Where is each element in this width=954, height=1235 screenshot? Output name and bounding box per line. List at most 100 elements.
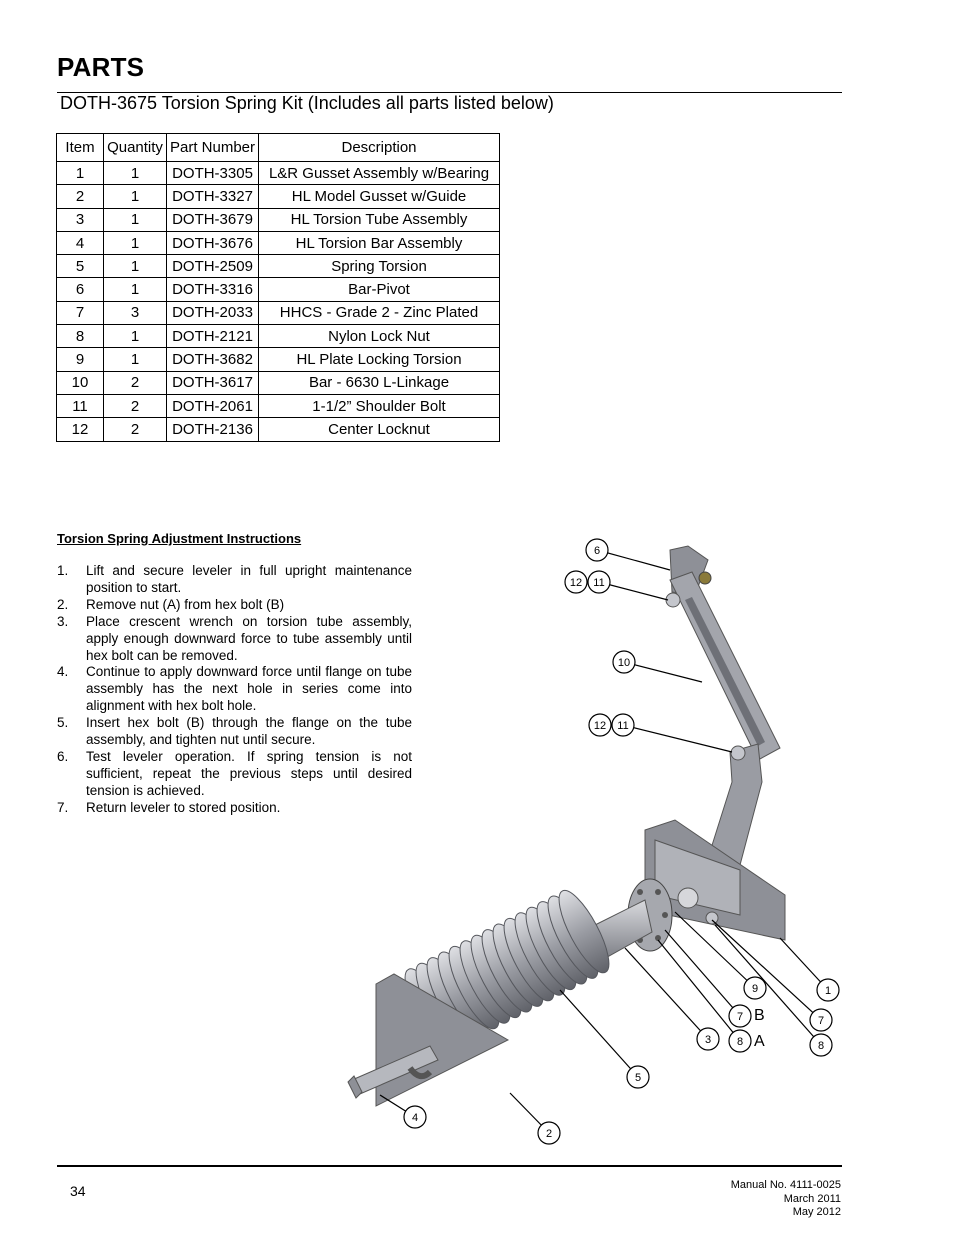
- footer-rule: [57, 1165, 842, 1167]
- callout-number: 8: [818, 1040, 824, 1052]
- cell-part-number: DOTH-2033: [166, 300, 259, 326]
- callout-number: 11: [617, 720, 628, 732]
- callout-circle: [728, 1029, 752, 1053]
- callout-number: 6: [594, 545, 600, 557]
- cell-part-number: DOTH-3682: [166, 347, 259, 372]
- instruction-step: 7.Return leveler to stored position.: [57, 800, 412, 817]
- callout-number: 12: [570, 577, 582, 589]
- cell-item: 2: [56, 184, 104, 209]
- cell-item: 11: [56, 393, 104, 419]
- cell-description: HL Torsion Bar Assembly: [258, 230, 500, 256]
- lever-arm: [707, 743, 763, 866]
- cell-quantity: 1: [103, 160, 167, 186]
- callout-leader-line: [664, 929, 741, 1017]
- linkage-bar-slot: [685, 597, 765, 746]
- hex-bolt-b: [705, 911, 719, 925]
- page-number: 34: [70, 1183, 86, 1199]
- callout-number: 7: [818, 1015, 824, 1027]
- flange-hole: [662, 912, 668, 918]
- cell-quantity: 2: [103, 417, 167, 442]
- step-number: 4.: [57, 664, 69, 680]
- cell-item: 5: [56, 254, 104, 279]
- flange-hole: [655, 889, 661, 895]
- cell-description: HL Plate Locking Torsion: [258, 347, 500, 372]
- cell-item: 4: [56, 230, 104, 256]
- cell-description: L&R Gusset Assembly w/Bearing: [258, 160, 500, 186]
- instruction-step: 6. Test leveler operation. If spring tens…: [57, 749, 412, 800]
- instructions-list: 1.Lift and secure leveler in full uprigh…: [57, 563, 412, 817]
- instruction-step: 4. Continue to apply downward force until…: [57, 664, 412, 715]
- cell-item: 3: [56, 207, 104, 232]
- cell-description: Bar - 6630 L-Linkage: [258, 370, 500, 395]
- callout-leader-line: [779, 937, 829, 991]
- cell-quantity: 1: [103, 324, 167, 349]
- table-header-row: Item Quantity Part Number Description: [56, 133, 500, 162]
- cell-item: 10: [56, 370, 104, 395]
- callout-leader-line: [596, 549, 671, 571]
- manual-date-1: March 2011: [783, 1192, 841, 1205]
- manual-date-2: May 2012: [792, 1206, 841, 1218]
- callout-leader-line: [559, 989, 639, 1078]
- cell-item: 9: [56, 347, 104, 372]
- callout-leader-line: [674, 911, 756, 989]
- flange-hole: [637, 889, 643, 895]
- letter-b-label: B: [754, 1007, 765, 1024]
- callout-circle: [612, 650, 636, 674]
- cell-part-number: DOTH-2509: [166, 254, 259, 279]
- cell-item: 12: [56, 417, 104, 442]
- callout-circle: [587, 570, 611, 594]
- step-number: 3.: [57, 613, 69, 629]
- step-number: 6.: [57, 748, 69, 764]
- cell-item: 6: [56, 277, 104, 302]
- cell-quantity: 3: [103, 300, 167, 326]
- page-heading: PARTS: [57, 52, 145, 82]
- callout-leader-line: [622, 724, 733, 753]
- callout-number: 11: [593, 577, 604, 589]
- cell-item: 8: [56, 324, 104, 349]
- cell-description: Center Locknut: [258, 417, 500, 442]
- cell-item: 7: [56, 300, 104, 326]
- shoulder-bolt-top: [665, 592, 681, 608]
- callout-circle: [403, 1105, 427, 1129]
- cell-quantity: 1: [103, 184, 167, 209]
- step-text: Place crescent wrench on torsion tube as…: [86, 613, 412, 663]
- callout-leader-line: [623, 661, 703, 683]
- step-number: 5.: [57, 715, 69, 731]
- col-header-part-number: Part Number: [166, 133, 259, 162]
- letter-a-label: A: [754, 1033, 765, 1050]
- callout-circle: [809, 1008, 833, 1032]
- callout-leader-line: [714, 924, 822, 1046]
- callout-circle: [626, 1065, 650, 1089]
- step-text: Continue to apply downward force until f…: [86, 664, 412, 714]
- cell-description: HL Torsion Tube Assembly: [258, 207, 500, 232]
- callout-circle: [816, 978, 840, 1002]
- step-text: Insert hex bolt (B) through the flange o…: [86, 715, 412, 748]
- cell-quantity: 1: [103, 277, 167, 302]
- callout-circle: [564, 570, 588, 594]
- step-number: 1.: [57, 563, 69, 578]
- locking-plate: [654, 839, 741, 916]
- step-text: Test leveler operation. If spring tensio…: [86, 748, 412, 798]
- callout-number: 8: [737, 1036, 743, 1048]
- cell-part-number: DOTH-3676: [166, 230, 259, 256]
- torsion-bar-end: [347, 1075, 363, 1099]
- cell-quantity: 1: [103, 254, 167, 279]
- pivot-nut: [698, 571, 712, 585]
- callout-circle: [611, 713, 635, 737]
- cell-description: Spring Torsion: [258, 254, 500, 279]
- callout-number: 5: [635, 1072, 641, 1084]
- cell-description: HHCS - Grade 2 - Zinc Plated: [258, 300, 500, 326]
